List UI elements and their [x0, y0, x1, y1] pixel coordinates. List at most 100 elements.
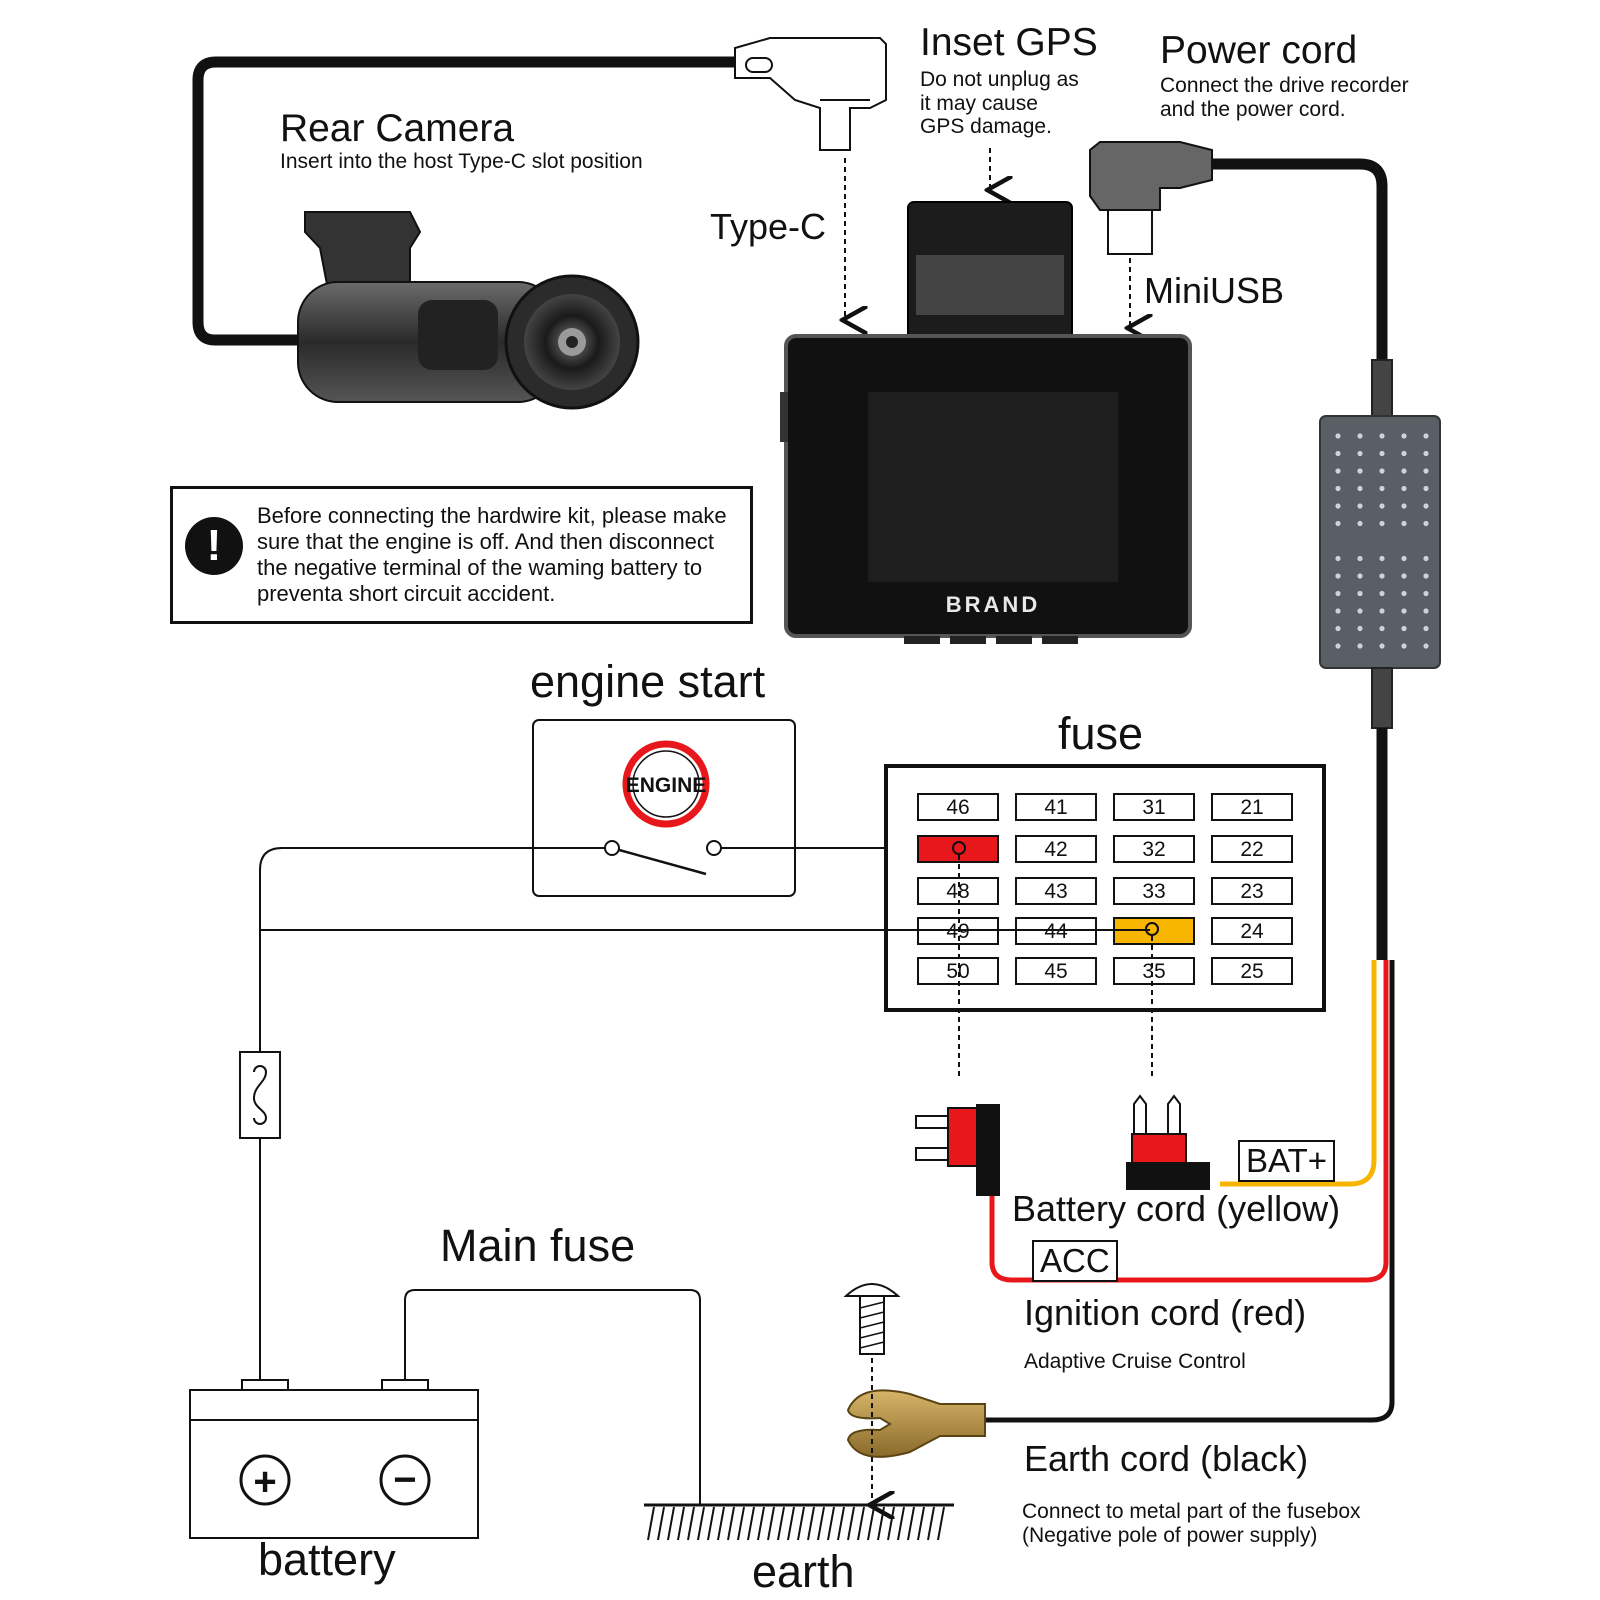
vent-dot [1401, 485, 1407, 492]
module-vent-dots [1335, 433, 1429, 649]
earth-note: Connect to metal part of the fusebox (Ne… [1022, 1500, 1361, 1547]
hatch-line [727, 1506, 735, 1541]
engine-start-title: engine start [530, 656, 766, 707]
vent-dot [1401, 503, 1407, 509]
engine-button [622, 740, 710, 828]
vent-dot [1335, 555, 1341, 562]
fuse-slot [1113, 957, 1195, 985]
vent-dot [1379, 643, 1385, 649]
hatch-line [677, 1506, 685, 1541]
vent-dot [1423, 503, 1429, 509]
hatch-line [917, 1506, 925, 1541]
battery-body [189, 1379, 479, 1539]
fuse-slot-number: 43 [1044, 880, 1067, 903]
rear-camera-note: Insert into the host Type-C slot positio… [280, 150, 643, 173]
fuse-slot-number: 41 [1044, 796, 1067, 819]
power-cord-note: Connect the drive recorder and the power… [1160, 74, 1409, 121]
vent-dot [1335, 625, 1341, 632]
vent-dot [1379, 608, 1385, 614]
vent-dot [1357, 555, 1363, 562]
miniusb-connector [1089, 141, 1213, 255]
fuse-slot [1015, 957, 1097, 985]
type-c-connector [734, 37, 887, 151]
battery-label: battery [258, 1534, 396, 1585]
exclamation-icon: ! [185, 517, 243, 575]
power-cord-title: Power cord [1160, 29, 1358, 72]
vent-dot [1423, 555, 1429, 562]
vent-dot [1401, 590, 1407, 597]
fuse-slot [1113, 793, 1195, 821]
vent-dot [1423, 625, 1429, 632]
vent-dot [1357, 573, 1363, 579]
vent-dot [1335, 433, 1341, 439]
fuse-slot [1015, 877, 1097, 905]
yellow-cable [1220, 960, 1377, 1187]
hatch-line [687, 1506, 695, 1541]
vent-dot [1379, 573, 1385, 579]
engine-button-label: ENGINE [626, 774, 707, 797]
fuse-slot [917, 793, 999, 821]
hatch-line [737, 1506, 745, 1541]
hatch-line [827, 1506, 835, 1541]
ignition-cord-label: Ignition cord (red) [1024, 1292, 1307, 1333]
fuse-slot [1211, 793, 1293, 821]
vent-dot [1401, 520, 1407, 527]
vent-dot [1401, 555, 1407, 562]
fuse-slot-number: 44 [1044, 920, 1068, 943]
vent-dot [1357, 468, 1363, 474]
switch-contact-right [706, 840, 722, 856]
vent-dot [1423, 450, 1429, 457]
vent-dot [1357, 590, 1363, 597]
fuse-slot-number: 45 [1044, 960, 1067, 983]
hatch-line [767, 1506, 775, 1541]
red-cable [989, 960, 1389, 1283]
hatch-line [857, 1506, 865, 1541]
fuse-slot-number: 24 [1240, 920, 1264, 943]
warning-box: ! Before connecting the hardwire kit, pl… [170, 486, 753, 624]
cable-strain-relief-top [1371, 359, 1393, 419]
rear-camera [297, 211, 640, 410]
vent-dot [1335, 608, 1341, 614]
hatch-line [797, 1506, 805, 1541]
vent-dot [1357, 520, 1363, 527]
fuse-slot-number: 35 [1142, 960, 1165, 983]
miniusb-label: MiniUSB [1144, 270, 1285, 311]
bat-fuse-tap [1126, 1094, 1210, 1190]
black-earth-cable [985, 960, 1395, 1423]
vent-dot [1335, 468, 1341, 474]
hatch-line [937, 1506, 945, 1541]
warning-text: Before connecting the hardwire kit, plea… [257, 503, 727, 606]
fuse-slot-number: 23 [1240, 880, 1263, 903]
vent-dot [1423, 590, 1429, 597]
acc-fuse-point [952, 841, 966, 855]
vent-dot [1379, 503, 1385, 509]
hatch-line [907, 1506, 915, 1541]
vent-dot [1379, 625, 1385, 632]
dashcam [780, 201, 1192, 644]
fuse-slot [1211, 835, 1293, 863]
fuse-slot [1211, 877, 1293, 905]
hatch-line [717, 1506, 725, 1541]
rear-camera-cable [192, 56, 748, 346]
hatch-line [667, 1506, 675, 1541]
fuse-title: fuse [1058, 708, 1144, 759]
vent-dot [1423, 643, 1429, 649]
vent-dot [1379, 520, 1385, 527]
vent-dot [1379, 590, 1385, 597]
fuse-slot-number: 31 [1142, 796, 1165, 819]
vent-dot [1335, 573, 1341, 579]
hatch-line [757, 1506, 765, 1541]
vent-dot [1423, 520, 1429, 527]
vent-dot [1335, 485, 1341, 492]
earth-hatching [647, 1506, 945, 1541]
vent-dot [1423, 485, 1429, 492]
battery-plus-sign: + [253, 1460, 276, 1504]
hatch-line [927, 1506, 935, 1541]
vent-dot [1357, 433, 1363, 439]
vent-dot [1401, 608, 1407, 614]
hatch-line [647, 1506, 655, 1541]
fuse-slot [1211, 917, 1293, 945]
vent-dot [1357, 450, 1363, 457]
fuse-slot-number: 25 [1240, 960, 1263, 983]
